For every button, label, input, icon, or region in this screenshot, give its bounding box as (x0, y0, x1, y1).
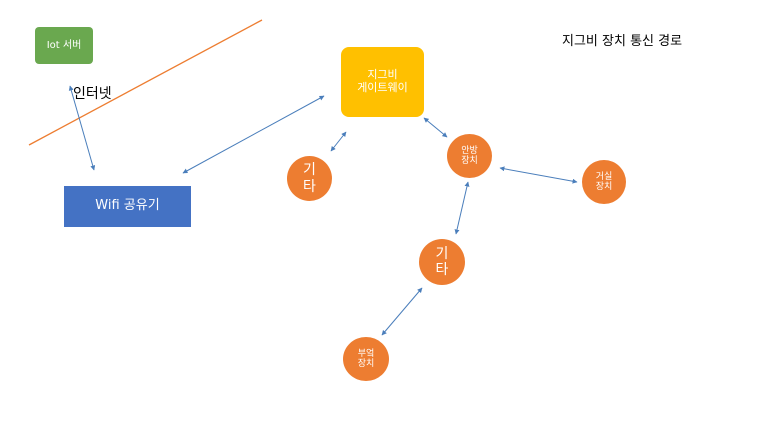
zigbee-gateway-node: 지그비 게이트웨이 (341, 47, 424, 117)
etc-node-1: 기 타 (287, 156, 332, 201)
etc-node-2-label-line2: 타 (435, 262, 449, 278)
arrow-internet-wifi (68, 85, 96, 171)
kitchen-device-node: 부엌 장치 (343, 337, 389, 381)
etc-node-1-label-line2: 타 (303, 178, 316, 195)
geosil-device-label-line1: 거실 (595, 171, 613, 182)
zigbee-gateway-label-line1: 지그비 (367, 68, 398, 82)
iot-server-node: Iot 서버 (35, 27, 93, 64)
geosil-device-label-line2: 장치 (595, 182, 613, 192)
diagram-title: 지그비 장치 통신 경로 (562, 34, 683, 49)
wifi-router-node: Wifi 공유기 (64, 186, 191, 227)
zigbee-gateway-label-line2: 게이트웨이 (357, 81, 408, 94)
arrow-gateway-anbang (423, 117, 448, 138)
arrow-wifi-gateway (182, 95, 325, 174)
iot-server-label: Iot 서버 (46, 39, 82, 51)
internet-label: 인터넷 (73, 86, 112, 102)
anbang-device-label-line1: 안방 (461, 145, 478, 156)
etc-node-2: 기 타 (419, 239, 465, 285)
kitchen-device-label-line2: 장치 (357, 359, 375, 369)
geosil-device-node: 거실 장치 (582, 160, 626, 204)
etc-node-2-label-line1: 기 (435, 245, 449, 262)
wifi-router-label: Wifi 공유기 (95, 198, 160, 214)
anbang-device-label-line2: 장치 (461, 156, 478, 166)
arrow-anbang-geosil (499, 166, 578, 184)
etc-node-1-label-line1: 기 (303, 162, 316, 179)
kitchen-device-label-line1: 부엌 (357, 348, 375, 359)
arrow-etc2-kitchen (381, 287, 423, 336)
internet-boundary-line (28, 19, 263, 146)
arrow-anbang-etc2 (454, 181, 470, 235)
anbang-device-node: 안방 장치 (447, 134, 492, 178)
arrow-gateway-etc1 (330, 131, 347, 152)
